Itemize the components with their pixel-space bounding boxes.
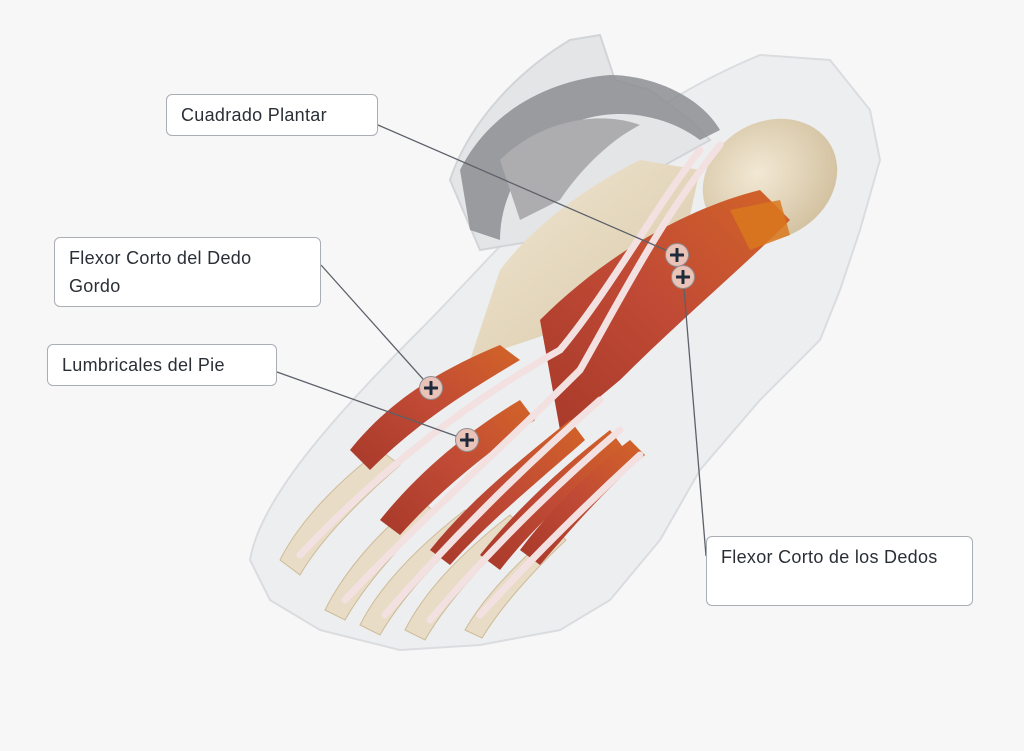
flexor-hallucis-brevis: [350, 345, 520, 470]
label-cuadrado-plantar[interactable]: Cuadrado Plantar: [166, 94, 378, 136]
leader-lines: [276, 124, 707, 557]
leader-line-flexor-corto-dedos: [682, 276, 707, 557]
label-text: Cuadrado Plantar: [181, 105, 327, 125]
plus-icon: [460, 433, 474, 447]
label-flexor-corto-dedo-gordo[interactable]: Flexor Corto del Dedo Gordo: [54, 237, 321, 307]
tarsal-bones: [470, 160, 700, 360]
leader-line-lumbricales: [276, 371, 468, 441]
label-flexor-corto-de-los-dedos[interactable]: Flexor Corto de los Dedos: [706, 536, 973, 606]
hotspot-flexor-corto-de-los-dedos[interactable]: [671, 265, 695, 289]
ankle-bones: [460, 75, 720, 240]
plus-icon: [670, 248, 684, 262]
flexor-digitorum-brevis: [540, 190, 790, 430]
plus-icon: [676, 270, 690, 284]
tendons: [296, 141, 724, 624]
leader-line-flexor-corto-dedo-gordo: [320, 264, 432, 389]
label-lumbricales-del-pie[interactable]: Lumbricales del Pie: [47, 344, 277, 386]
leader-line-cuadrado-plantar: [377, 124, 678, 256]
hotspot-flexor-corto-dedo-gordo[interactable]: [419, 376, 443, 400]
hotspot-lumbricales-del-pie[interactable]: [455, 428, 479, 452]
plus-icon: [424, 381, 438, 395]
label-text: Lumbricales del Pie: [62, 355, 225, 375]
hotspot-cuadrado-plantar[interactable]: [665, 243, 689, 267]
label-text: Flexor Corto de los Dedos: [721, 547, 938, 567]
label-text: Flexor Corto del Dedo Gordo: [69, 248, 252, 296]
